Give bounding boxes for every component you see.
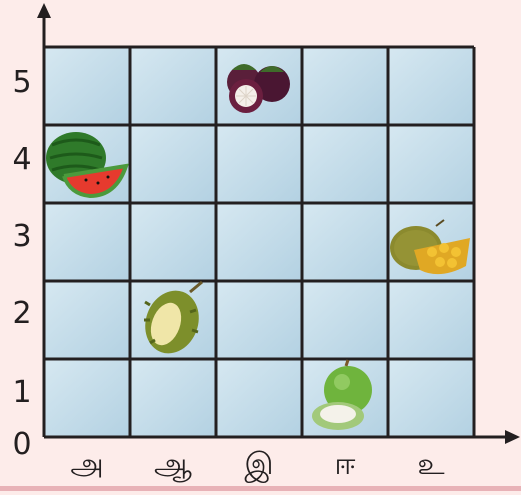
grid-cell (302, 125, 388, 203)
row-label-1: 1 (8, 378, 36, 408)
grid-cell (130, 47, 216, 125)
row-label-5: 5 (8, 68, 36, 98)
col-label-i: இ (216, 450, 302, 480)
grid-cell (130, 203, 216, 281)
grid-cell (388, 47, 474, 125)
grid-cell (44, 281, 130, 359)
grid-cell (216, 125, 302, 203)
grid-cell (388, 281, 474, 359)
grid-cell (216, 359, 302, 437)
col-label-ii: ஈ (302, 450, 388, 480)
row-label-2: 2 (8, 299, 36, 329)
row-label-3: 3 (8, 222, 36, 252)
y-axis-arrow (37, 3, 51, 18)
col-label-a: அ (44, 450, 130, 480)
grid-cell (130, 125, 216, 203)
grid-cell (302, 281, 388, 359)
row-label-4: 4 (8, 145, 36, 175)
grid-cell (388, 359, 474, 437)
grid-cell (44, 203, 130, 281)
grid-cell (44, 47, 130, 125)
grid-cell (130, 359, 216, 437)
bottom-band (0, 486, 521, 491)
row-label-0: 0 (8, 430, 36, 460)
grid-cell (302, 47, 388, 125)
x-axis-arrow (505, 430, 520, 444)
grid-cell (302, 203, 388, 281)
grid-cell (388, 125, 474, 203)
col-label-aa: ஆ (130, 450, 216, 480)
grid-cell (216, 203, 302, 281)
grid-cell (44, 359, 130, 437)
grid-cell (216, 281, 302, 359)
col-label-u: உ (388, 450, 474, 480)
